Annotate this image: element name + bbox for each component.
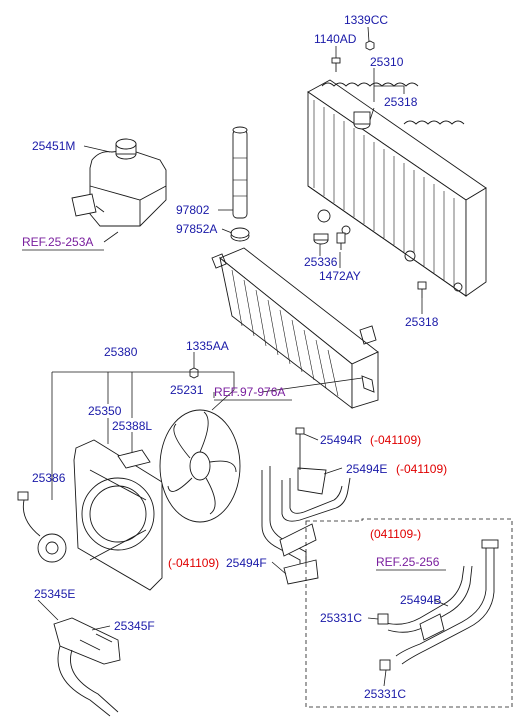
date-25494E: (-041109)	[396, 462, 447, 476]
part-number-25318-top: 25318	[384, 95, 418, 109]
nut-1339CC-icon	[365, 40, 375, 51]
part-number-1472AY: 1472AY	[319, 269, 361, 283]
fan-shroud	[73, 439, 163, 591]
part-number-25451M: 25451M	[32, 139, 75, 153]
part-number-25345F: 25345F	[114, 619, 155, 633]
part-labels: 1339CC 1140AD 25310 25318 25451M REF.25-…	[22, 13, 447, 701]
ref-97-976A: REF.97-976A	[214, 385, 285, 399]
clamp-25331C-top-icon	[377, 613, 389, 625]
label-plate-25388L-icon	[117, 449, 151, 469]
part-number-97852A: 97852A	[176, 222, 217, 236]
part-number-25386: 25386	[32, 471, 66, 485]
part-number-25388L: 25388L	[112, 419, 152, 433]
clip-1472AY-icon	[336, 232, 346, 250]
bolt-1140AD-icon	[331, 57, 341, 72]
bolt-25318-icon	[417, 281, 427, 298]
part-number-25380: 25380	[104, 345, 138, 359]
part-number-25331C-top: 25331C	[320, 611, 362, 625]
radiator	[307, 79, 487, 297]
part-number-1339CC: 1339CC	[344, 13, 388, 27]
part-number-25494R: 25494R	[320, 433, 362, 447]
date-25494R: (-041109)	[370, 433, 421, 447]
clamp-25331C-bottom-icon	[379, 659, 391, 671]
ref-25-253A: REF.25-253A	[22, 235, 93, 249]
oil-cooler-hoses	[261, 427, 351, 585]
part-number-25331C-bottom: 25331C	[364, 687, 406, 701]
part-number-25318-bottom: 25318	[405, 315, 439, 329]
date-25494F: (-041109)	[168, 556, 219, 570]
air-guard	[53, 617, 121, 717]
grommet-25336-icon	[313, 233, 329, 245]
part-number-1140AD: 1140AD	[314, 32, 357, 46]
part-number-25345E: 25345E	[34, 587, 75, 601]
part-number-1335AA: 1335AA	[186, 339, 229, 353]
reservoir-tank	[71, 138, 167, 227]
part-number-25231: 25231	[170, 383, 204, 397]
nut-1335AA-icon	[189, 367, 199, 379]
part-number-25310: 25310	[370, 55, 404, 69]
hose-97802	[232, 126, 248, 219]
fan-motor	[17, 491, 67, 563]
ring-97852A-icon	[230, 227, 250, 242]
condenser	[211, 247, 379, 409]
cooling-fan	[159, 409, 241, 523]
leader-lines	[37, 26, 449, 687]
date-new-type: (041109-)	[370, 527, 421, 541]
part-number-25494B: 25494B	[400, 593, 441, 607]
new-type-box	[305, 518, 513, 708]
ref-25-256: REF.25-256	[376, 555, 440, 569]
part-number-97802: 97802	[176, 203, 210, 217]
part-number-25350: 25350	[88, 404, 122, 418]
part-number-25494F: 25494F	[226, 556, 267, 570]
part-number-25494E: 25494E	[346, 462, 387, 476]
part-number-25336: 25336	[304, 255, 338, 269]
